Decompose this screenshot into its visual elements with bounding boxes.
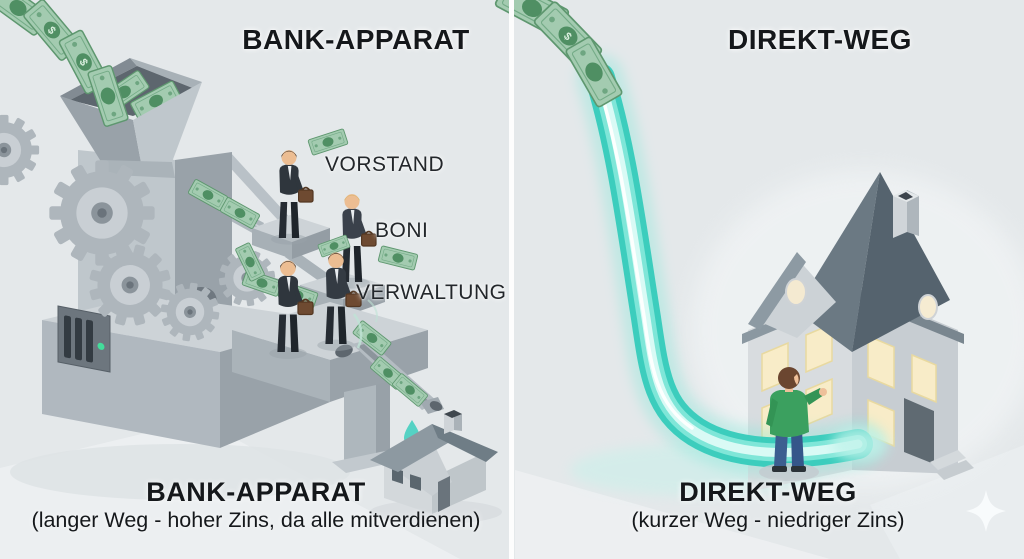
left-caption-subtitle: (langer Weg - hoher Zins, da alle mitver…	[31, 508, 481, 532]
output-chute	[352, 340, 444, 414]
floor-shadow	[515, 470, 830, 559]
left-caption-title: BANK-APPARAT	[146, 477, 366, 507]
small-house	[370, 410, 502, 524]
door-steps	[930, 450, 974, 480]
sparkle-icon	[966, 490, 1006, 532]
person-head	[778, 367, 800, 389]
dollar-sign-icon: $	[76, 57, 89, 68]
panel-divider	[509, 0, 514, 559]
led-indicator-icon	[97, 342, 105, 350]
label-boni: BONI	[375, 219, 429, 242]
oval-gable-window	[785, 278, 807, 306]
machine-shadow	[10, 444, 350, 500]
right-caption-title: DIREKT-WEG	[679, 477, 857, 507]
label-vorstand: VORSTAND	[325, 153, 445, 176]
house-door	[904, 398, 934, 464]
oval-gable-window	[918, 294, 938, 320]
money-pipe	[576, 54, 888, 477]
floor-shadow	[870, 445, 1024, 559]
right-illustration: $	[493, 0, 1024, 559]
right-caption: DIREKT-WEG (kurzer Weg - niedriger Zins)	[519, 479, 1017, 533]
right-panel-title: DIREKT-WEG	[728, 24, 912, 55]
right-caption-subtitle: (kurzer Weg - niedriger Zins)	[631, 508, 905, 532]
control-panel	[57, 305, 111, 373]
left-caption: BANK-APPARAT (langer Weg - hoher Zins, d…	[6, 479, 506, 533]
chimney	[893, 190, 919, 238]
left-illustration: $ $	[0, 0, 502, 559]
scattered-bills	[307, 128, 419, 357]
support-pillar	[344, 385, 376, 469]
platform-vorstand	[252, 215, 330, 259]
person-figure	[759, 367, 827, 481]
gear-icon	[0, 114, 40, 186]
left-panel-title: BANK-APPARAT	[242, 24, 470, 55]
small-house-chimney	[444, 410, 462, 434]
pipe-house-entry-glow	[832, 426, 888, 462]
money-ribbon-left: $ $	[0, 0, 130, 128]
small-house-door	[438, 476, 450, 512]
label-verwaltung: VERWALTUNG	[356, 281, 507, 304]
money-ribbon-right: $	[493, 0, 624, 109]
